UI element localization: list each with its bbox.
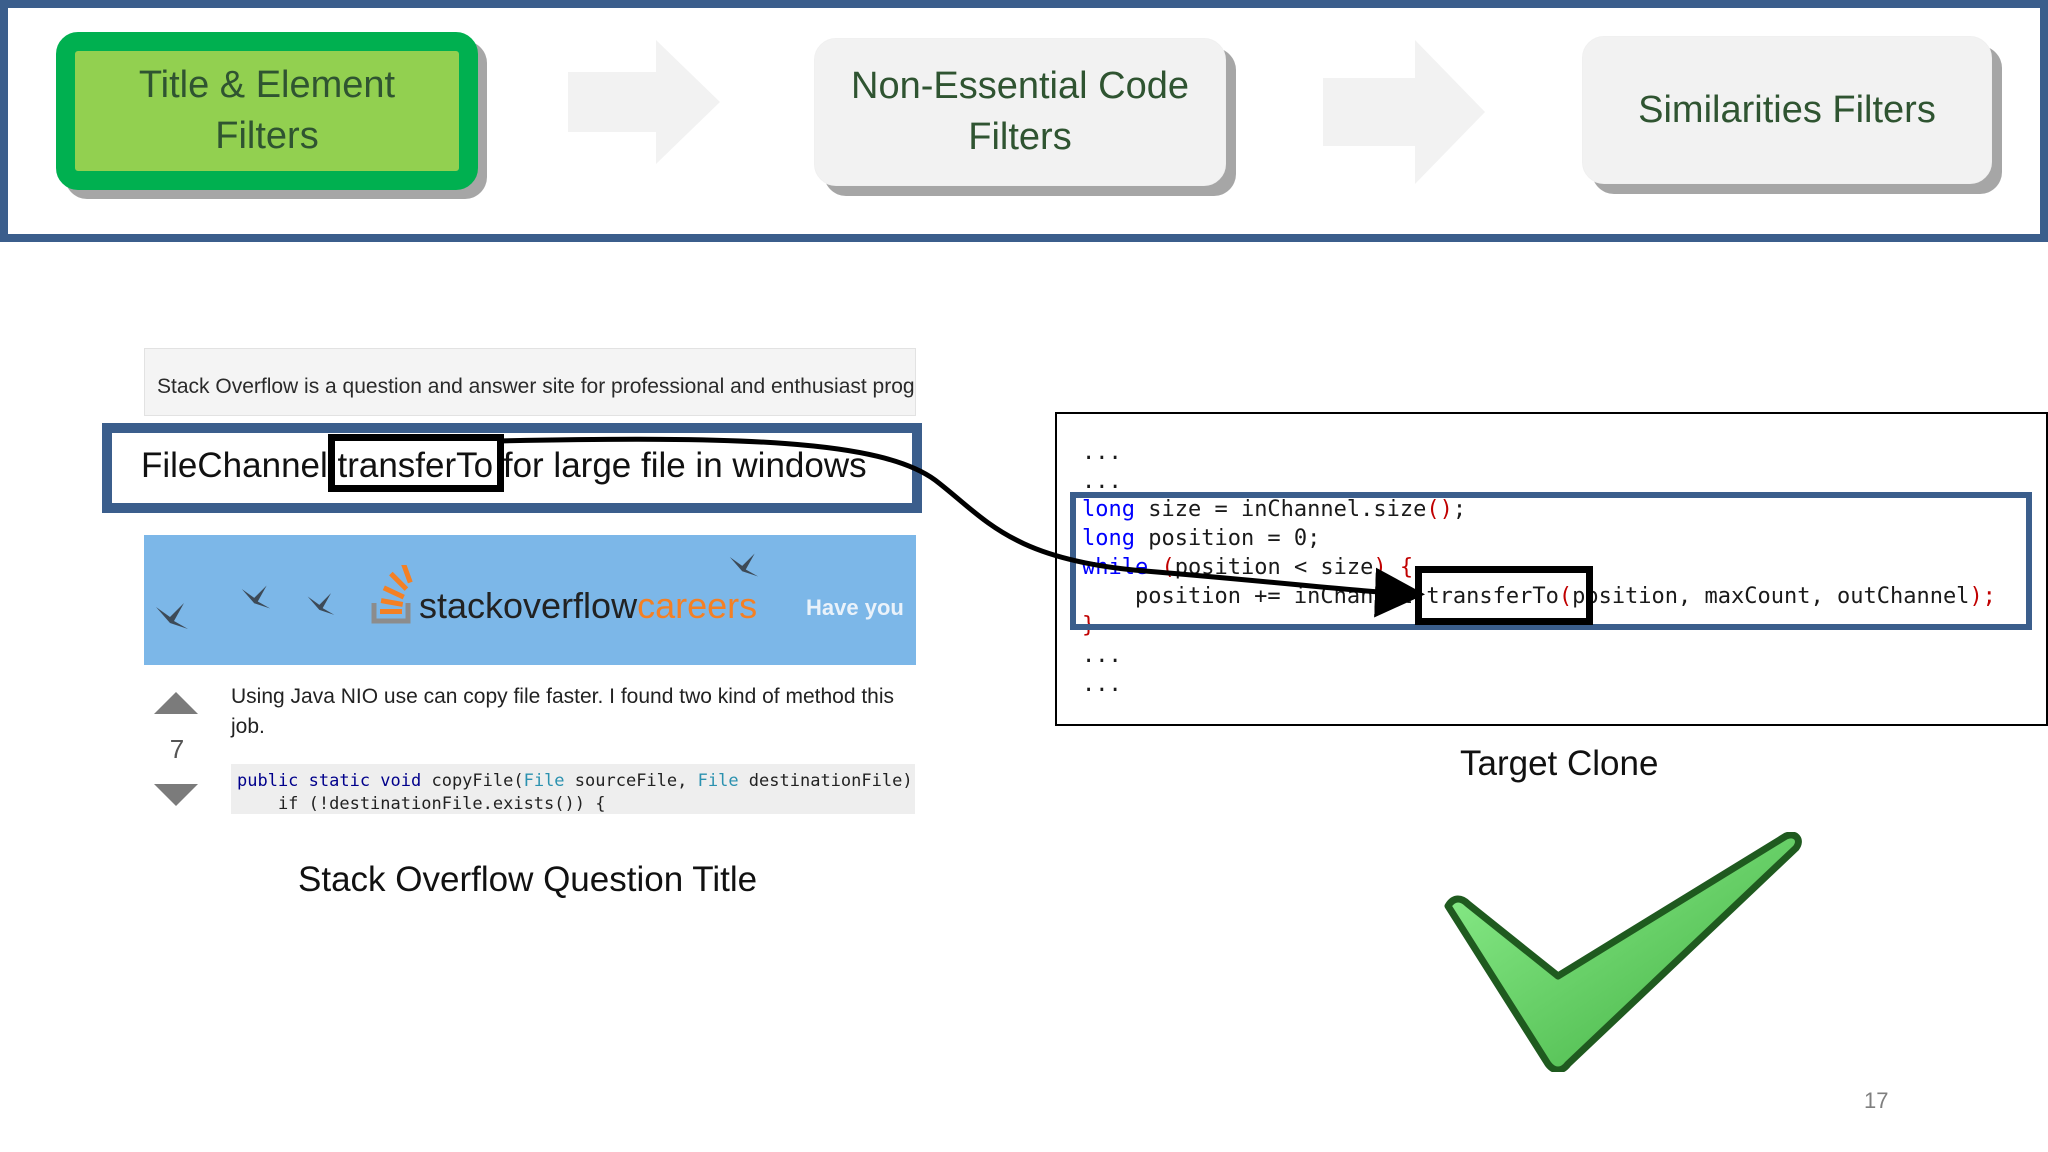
code-paren: ); — [1969, 584, 1996, 609]
stackoverflow-logo-icon — [371, 565, 413, 624]
right-arrow-icon — [1323, 40, 1485, 184]
step-label: Non-Essential Code Filters — [851, 65, 1189, 158]
page-number: 17 — [1864, 1088, 1889, 1113]
right-arrow-icon — [568, 40, 720, 164]
careers-banner: stackoverflowcareers Have you — [144, 535, 916, 665]
code-paren: ( — [1558, 584, 1573, 609]
bird-icon — [241, 585, 271, 609]
upvote-arrow-icon[interactable] — [154, 692, 198, 716]
step-title-element-filters: Title & Element Filters — [56, 32, 478, 190]
bird-icon — [729, 553, 759, 577]
code-highlight-word: transferTo — [1426, 584, 1559, 609]
code-line: if (!destinationFile.exists()) { — [237, 794, 606, 814]
stackoverflow-careers-wordmark: stackoverflowcareers — [419, 585, 757, 627]
vote-count: 7 — [169, 734, 185, 764]
so-header-line: Stack Overflow is a question and answer … — [157, 375, 916, 398]
target-clone-caption: Target Clone — [1460, 744, 1659, 783]
title-suffix: for large file in windows — [493, 446, 867, 485]
code-paren: () — [1426, 497, 1453, 522]
wordmark-main: stackoverflow — [419, 585, 638, 626]
title-highlight-box — [328, 434, 504, 492]
code-arg: destinationFile) — [738, 771, 913, 791]
step-non-essential-code-filters: Non-Essential Code Filters — [814, 38, 1226, 186]
vote-controls: 7 — [150, 690, 204, 810]
step-similarities-filters: Similarities Filters — [1582, 36, 1992, 184]
code-arg: sourceFile, — [564, 771, 698, 791]
code-method: copyFile( — [421, 771, 524, 791]
code-text: ; — [1452, 497, 1467, 522]
title-prefix: FileChannel. — [141, 446, 338, 485]
bird-icon — [156, 603, 188, 629]
so-header-text: Stack Overflow is a question and answer … — [144, 348, 916, 416]
code-keywords: public static void — [237, 771, 422, 791]
step-label: Similarities Filters — [1638, 88, 1936, 131]
checkmark-icon — [1444, 832, 1802, 1072]
code-type: File — [697, 771, 739, 791]
title-highlight-word: transferTo — [337, 446, 494, 485]
wordmark-careers: careers — [637, 585, 758, 626]
so-caption: Stack Overflow Question Title — [298, 860, 758, 899]
code-ellipsis: ... — [1082, 672, 1122, 697]
banner-tagline: Have you — [806, 595, 904, 620]
code-ellipsis: ... — [1082, 643, 1122, 668]
question-code-snippet: public static void copyFile(File sourceF… — [231, 764, 915, 814]
code-type: File — [523, 771, 565, 791]
bird-icon — [307, 593, 335, 615]
question-body: Using Java NIO use can copy file faster.… — [231, 685, 895, 738]
downvote-arrow-icon[interactable] — [154, 782, 198, 806]
code-highlight-box — [1415, 566, 1593, 625]
step-label: Title & Element Filters — [138, 64, 396, 157]
code-ellipsis: ... — [1082, 440, 1122, 465]
